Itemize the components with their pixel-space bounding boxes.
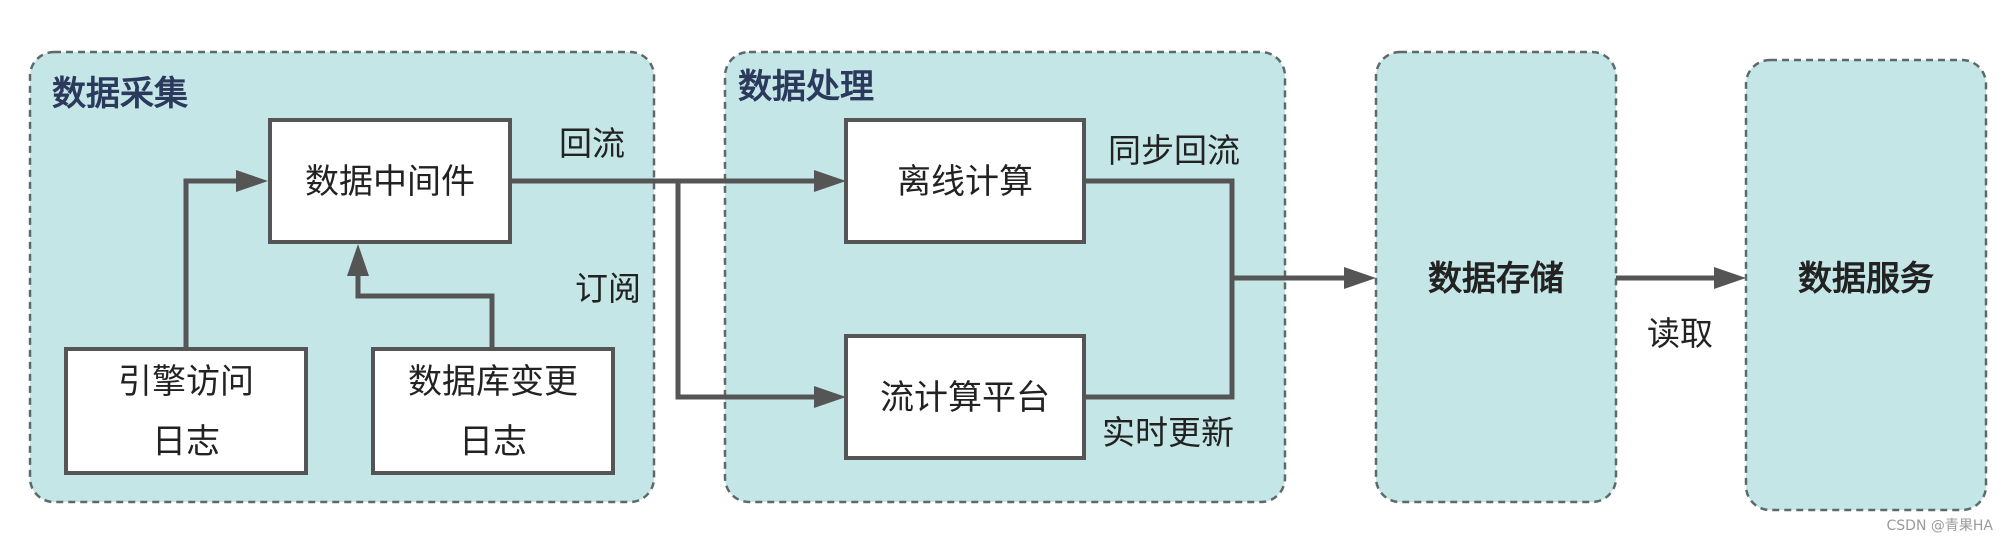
node-label-engine-log-line2: 日志	[152, 422, 220, 462]
arrowhead-into-stream	[814, 386, 846, 408]
arrowhead-up-into-middleware	[347, 244, 369, 276]
group-label-storage: 数据存储	[1428, 259, 1564, 299]
node-db-change-log	[371, 347, 615, 475]
arrowhead-into-middleware	[236, 170, 268, 192]
group-title-processing: 数据处理	[738, 67, 874, 107]
node-label-stream: 流计算平台	[880, 378, 1050, 418]
edge-label-subscribe: 订阅	[575, 269, 641, 308]
node-label-offline: 离线计算	[897, 162, 1033, 202]
edge-label-read: 读取	[1647, 314, 1713, 353]
group-title-collection: 数据采集	[52, 74, 188, 114]
group-data-service	[1744, 58, 1988, 512]
arrowhead-into-storage	[1344, 267, 1376, 289]
edge-label-realtime-update: 实时更新	[1102, 413, 1234, 452]
edge-offline-to-merge	[1084, 178, 1235, 400]
node-stream-platform	[844, 334, 1086, 460]
edge-label-backflow: 回流	[559, 124, 625, 163]
node-label-db-change-line1: 数据库变更	[408, 362, 578, 402]
edge-engine-log-to-middleware	[183, 178, 240, 347]
node-label-db-change-line2: 日志	[459, 422, 527, 462]
node-offline-compute	[844, 118, 1086, 244]
edge-db-change-to-middleware	[355, 272, 495, 347]
group-data-storage	[1374, 50, 1618, 504]
csdn-watermark: CSDN @青果HA	[1887, 518, 1994, 534]
edge-subscribe-to-stream	[675, 181, 818, 400]
node-label-middleware: 数据中间件	[305, 162, 475, 202]
node-data-middleware	[268, 118, 512, 244]
arrowhead-into-service	[1714, 267, 1746, 289]
edge-label-sync-backflow: 同步回流	[1108, 131, 1240, 170]
node-label-engine-log-line1: 引擎访问	[118, 362, 254, 402]
node-engine-access-log	[64, 347, 308, 475]
group-label-service: 数据服务	[1798, 259, 1934, 299]
arrowhead-into-offline	[814, 170, 846, 192]
